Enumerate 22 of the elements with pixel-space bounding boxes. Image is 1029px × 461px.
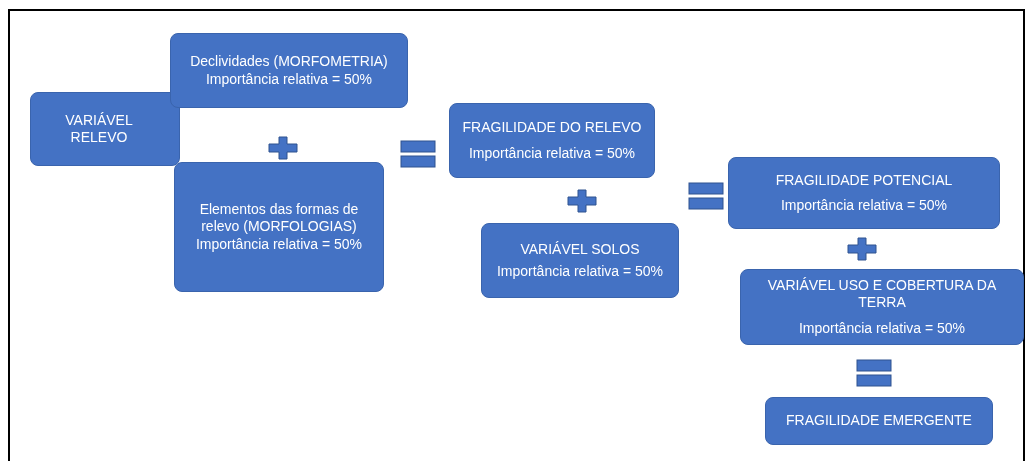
box-title: FRAGILIDADE DO RELEVO — [462, 119, 642, 137]
box-title: FRAGILIDADE POTENCIAL — [775, 171, 953, 189]
box-text: Importância relativa = 50% — [468, 144, 636, 162]
box-text: Importância relativa = 50% — [195, 235, 363, 254]
box-title: FRAGILIDADE EMERGENTE — [786, 412, 972, 430]
box-title: VARIÁVEL RELEVO — [64, 111, 134, 147]
box-title: Declividades (MORFOMETRIA) — [190, 53, 388, 71]
process-box — [740, 269, 1024, 345]
process-box — [765, 397, 993, 445]
box-title: VARIÁVEL USO E COBERTURA DA TERRA — [766, 276, 998, 312]
box-title: VARIÁVEL SOLOS — [520, 241, 640, 259]
box-text: Importância relativa = 50% — [780, 197, 948, 215]
box-text: Importância relativa = 50% — [496, 262, 664, 280]
process-box — [728, 157, 1000, 229]
process-box — [481, 223, 679, 298]
box-text: Importância relativa = 50% — [205, 70, 373, 88]
process-box — [170, 33, 408, 108]
process-box — [174, 162, 384, 292]
process-box — [30, 92, 180, 166]
box-title: Elementos das formas de relevo (MORFOLOGIAS) — [198, 200, 360, 236]
process-box — [449, 103, 655, 178]
box-text: Importância relativa = 50% — [798, 319, 966, 338]
